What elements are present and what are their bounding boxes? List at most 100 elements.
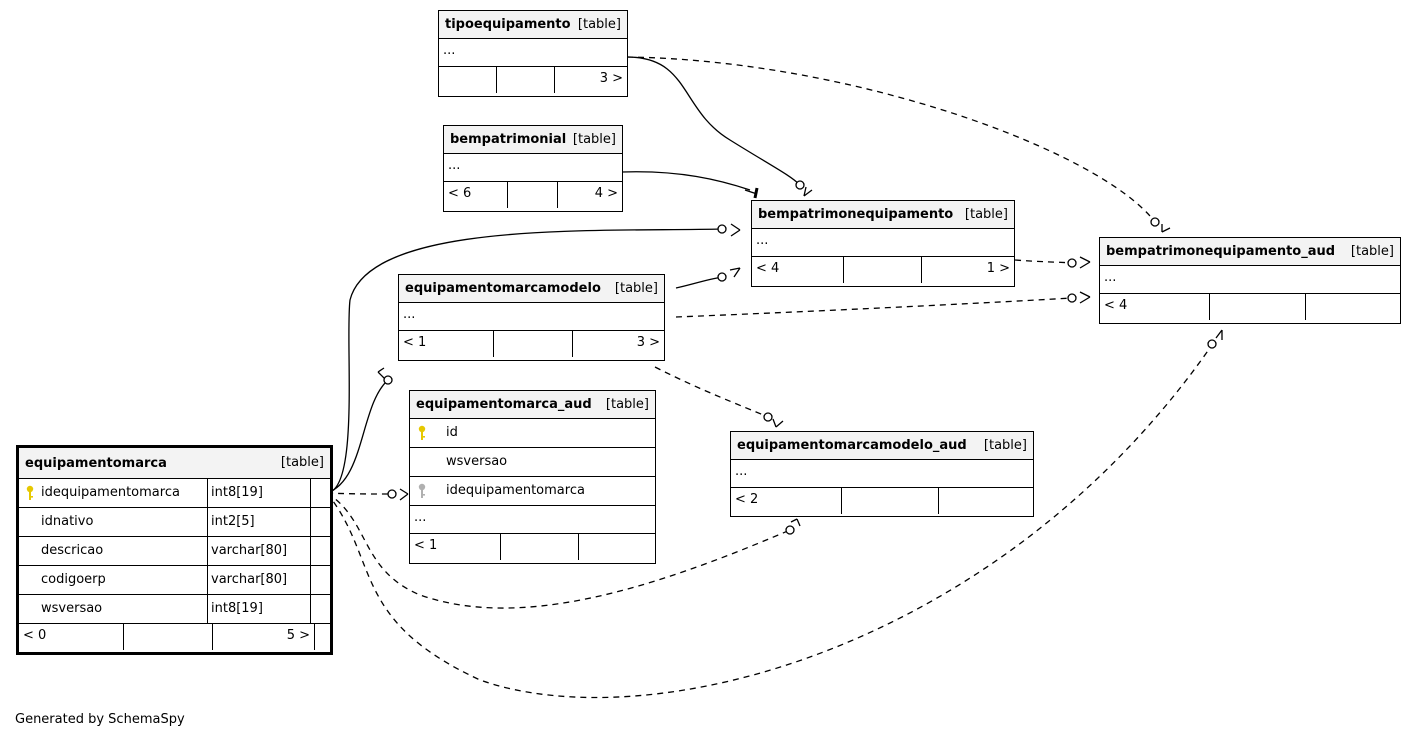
column-name: wsversao	[446, 454, 508, 469]
columns-ellipsis: ...	[731, 460, 1033, 488]
table-header: equipamentomarca_aud [table]	[410, 391, 655, 419]
parent-count	[439, 67, 497, 93]
column-type: varchar[80]	[208, 537, 311, 565]
link-equipamentomarca-to-marca-aud	[326, 492, 393, 495]
columns-ellipsis: ...	[439, 39, 627, 67]
link-bempatrimonial-bempatrimonequipamento	[621, 171, 751, 191]
link-equipamentomarca-equipamentomarcamodelo	[326, 379, 389, 494]
table-tag: [table]	[280, 455, 324, 470]
parent-count: < 6	[444, 182, 508, 208]
row-count	[1210, 294, 1306, 320]
child-count	[579, 534, 655, 560]
table-header: equipamentomarca [table]	[19, 448, 330, 479]
table-header: equipamentomarcamodelo_aud [table]	[731, 432, 1033, 460]
relationship-counts: < 4 1 >	[752, 257, 1014, 283]
row-count	[842, 488, 939, 514]
column-name: wsversao	[41, 595, 208, 623]
table-name: bempatrimonequipamento_aud	[1106, 244, 1336, 259]
column-name: descricao	[41, 537, 208, 565]
columns-ellipsis: ...	[1100, 266, 1400, 294]
table-tipoequipamento[interactable]: tipoequipamento [table] ... 3 >	[438, 10, 628, 97]
relationship-counts: < 0 5 >	[19, 624, 315, 650]
child-count: 5 >	[286, 628, 310, 643]
child-count	[1306, 294, 1400, 320]
link-equipamentomarca-bempatrimonequipamento	[326, 228, 723, 494]
table-name: equipamentomarca	[25, 455, 167, 471]
column-row: wsversao	[410, 448, 655, 477]
column-name: idequipamentomarca	[446, 483, 585, 498]
row-count	[497, 67, 555, 93]
child-count	[939, 488, 1033, 514]
columns-ellipsis: ...	[399, 303, 664, 331]
primary-key-icon	[410, 419, 434, 447]
table-tag: [table]	[605, 397, 649, 412]
column-type: int8[19]	[208, 479, 311, 507]
relationship-counts: < 2	[731, 488, 1033, 514]
table-header: tipoequipamento [table]	[439, 11, 627, 39]
child-count: 3 >	[636, 335, 660, 350]
parent-count: < 2	[731, 488, 842, 514]
link-equipamentomarca-to-bpe-aud	[326, 344, 1213, 699]
column-type: int2[5]	[208, 508, 311, 536]
child-count: 4 >	[594, 186, 618, 201]
column-row: codigoerp varchar[80]	[19, 566, 330, 595]
table-name: bempatrimonequipamento	[758, 207, 954, 222]
row-count	[844, 257, 922, 283]
relationship-counts: < 1 3 >	[399, 331, 664, 357]
columns-ellipsis: ...	[410, 506, 655, 534]
generated-by-footer: Generated by SchemaSpy	[15, 712, 185, 727]
table-bempatrimonial[interactable]: bempatrimonial[table] ... < 6 4 >	[443, 125, 623, 212]
table-bempatrimonequipamento-aud[interactable]: bempatrimonequipamento_aud [table] ... < …	[1099, 237, 1401, 324]
relationship-counts: < 6 4 >	[444, 182, 622, 208]
relationship-counts: 3 >	[439, 67, 627, 93]
column-name: id	[446, 425, 458, 440]
row-count	[508, 182, 558, 208]
table-bempatrimonequipamento[interactable]: bempatrimonequipamento [table] ... < 4 1 …	[751, 200, 1015, 287]
table-tag: [table]	[983, 438, 1027, 453]
row-count	[501, 534, 579, 560]
parent-count: < 4	[1100, 294, 1210, 320]
column-row: id	[410, 419, 655, 448]
parent-count: < 1	[399, 331, 494, 357]
table-name: equipamentomarca_aud	[416, 397, 592, 412]
table-tag: [table]	[964, 207, 1008, 222]
table-equipamentomarcamodelo-aud[interactable]: equipamentomarcamodelo_aud [table] ... < …	[730, 431, 1034, 517]
columns-ellipsis: ...	[752, 229, 1014, 257]
table-tag: [table]	[572, 132, 616, 147]
column-row: descricao varchar[80]	[19, 537, 330, 566]
columns-ellipsis: ...	[444, 154, 622, 182]
child-count: 1 >	[986, 261, 1010, 276]
parent-count: < 1	[410, 534, 501, 560]
parent-count: < 0	[19, 624, 124, 650]
table-tag: [table]	[577, 17, 621, 32]
column-name: idnativo	[41, 508, 208, 536]
table-tag: [table]	[1350, 244, 1394, 259]
link-equipamentomarcamodelo-to-modelo-aud	[654, 366, 769, 418]
table-header: bempatrimonequipamento [table]	[752, 201, 1014, 229]
table-header: bempatrimonequipamento_aud [table]	[1100, 238, 1400, 266]
link-tipoequipamento-bempatrimonequipamento	[626, 56, 801, 186]
table-equipamentomarca[interactable]: equipamentomarca [table] idequipamentomar…	[16, 445, 333, 655]
column-row: idequipamentomarca	[410, 477, 655, 506]
column-row: idequipamentomarca int8[19]	[19, 479, 330, 508]
column-name: codigoerp	[41, 566, 208, 594]
relationship-counts: < 4	[1100, 294, 1400, 320]
primary-key-icon	[19, 479, 41, 507]
foreign-key-icon	[410, 477, 434, 505]
link-tipoequipamento-bempatrimonequipamento-aud	[626, 56, 1156, 223]
column-row: wsversao int8[19]	[19, 595, 330, 624]
table-name: tipoequipamento	[445, 17, 571, 32]
table-equipamentomarcamodelo[interactable]: equipamentomarcamodelo[table] ... < 1 3 …	[398, 274, 665, 361]
relationship-counts: < 1	[410, 534, 655, 560]
row-count	[494, 331, 573, 357]
column-type: varchar[80]	[208, 566, 311, 594]
column-row: idnativo int2[5]	[19, 508, 330, 537]
table-name: equipamentomarcamodelo_aud	[737, 438, 967, 453]
child-count: 3 >	[599, 71, 623, 86]
parent-count: < 4	[752, 257, 844, 283]
link-equipamentomarca-to-modelo-aud	[326, 492, 791, 609]
table-equipamentomarca-aud[interactable]: equipamentomarca_aud[table] id wsversao …	[409, 390, 656, 564]
table-header: bempatrimonial[table]	[444, 126, 622, 154]
column-name: idequipamentomarca	[41, 479, 208, 507]
